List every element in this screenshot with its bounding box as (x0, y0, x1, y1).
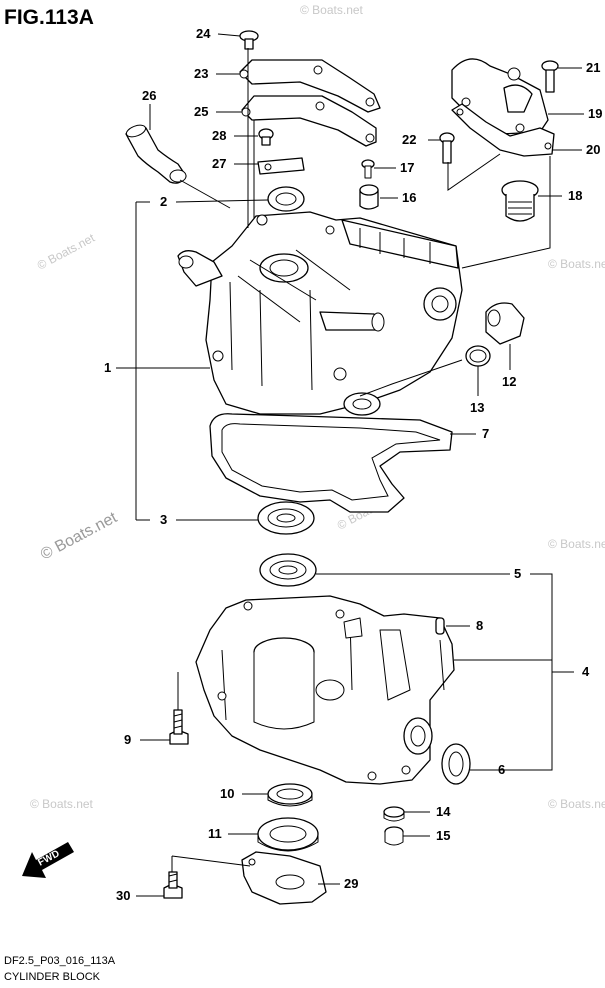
callout-27: 27 (212, 156, 226, 171)
callout-5: 5 (514, 566, 521, 581)
callout-29: 29 (344, 876, 358, 891)
part-30-bolt (163, 871, 183, 899)
callout-6: 6 (498, 762, 505, 777)
part-10-seal (267, 783, 313, 807)
callout-7: 7 (482, 426, 489, 441)
part-28-bolt (258, 128, 274, 146)
callout-25: 25 (194, 104, 208, 119)
callout-11: 11 (208, 826, 222, 841)
callout-26: 26 (142, 88, 156, 103)
callout-19: 19 (588, 106, 602, 121)
callout-4: 4 (582, 664, 590, 679)
callout-22: 22 (402, 132, 416, 147)
part-6-oil-seal (441, 743, 471, 785)
part-8-pin (435, 617, 445, 635)
part-3-bearing (257, 501, 315, 535)
watermark-faint: © Boats.net (548, 797, 605, 811)
fwd-arrow-icon: FWD (22, 842, 74, 878)
part-7-gasket (209, 413, 453, 513)
callout-1: 1 (104, 360, 111, 375)
callout-20: 20 (586, 142, 600, 157)
part-18-thermostat (501, 180, 539, 222)
part-22-bolt (439, 132, 455, 164)
callout-23: 23 (194, 66, 208, 81)
part-4-crankcase (195, 595, 455, 785)
part-20-gasket (451, 103, 555, 157)
callout-3: 3 (160, 512, 167, 527)
figure-title: FIG.113A (4, 6, 94, 29)
callout-13: 13 (470, 400, 484, 415)
part-12-plug (485, 302, 525, 345)
callout-24: 24 (196, 26, 211, 41)
part-5-bearing (259, 553, 317, 587)
callout-17: 17 (400, 160, 414, 175)
figure-code: DF2.5_P03_016_113A (4, 955, 116, 967)
watermark-faint: © Boats.net (300, 3, 364, 17)
part-21-bolt (541, 60, 559, 93)
callout-15: 15 (436, 828, 450, 843)
callout-10: 10 (220, 786, 234, 801)
part-11-seal-housing (257, 817, 319, 852)
part-27-plate (257, 157, 305, 175)
part-1-cylinder-block (177, 211, 463, 416)
callout-numbers: 1 2 3 4 5 6 7 8 9 10 11 12 13 14 15 16 1… (104, 26, 602, 903)
callout-28: 28 (212, 128, 226, 143)
callout-18: 18 (568, 188, 582, 203)
callout-14: 14 (436, 804, 451, 819)
callout-9: 9 (124, 732, 131, 747)
watermark-faint: © Boats.net (30, 797, 94, 811)
part-15-plug (384, 826, 404, 846)
figure-caption: CYLINDER BLOCK (4, 971, 101, 983)
callout-30: 30 (116, 888, 130, 903)
watermark-faint: © Boats.net (35, 230, 98, 272)
part-2-seal (267, 186, 305, 212)
watermark-faint: © Boats.net (548, 257, 605, 271)
part-13-o-ring (465, 345, 491, 367)
callout-16: 16 (402, 190, 416, 205)
part-24-bolt (239, 30, 259, 50)
part-26-hose (125, 124, 187, 184)
watermark: © Boats.net (38, 509, 120, 564)
callout-2: 2 (160, 194, 167, 209)
part-17-screw (361, 159, 375, 179)
callout-8: 8 (476, 618, 483, 633)
part-16-sleeve (359, 184, 379, 210)
watermark-faint: © Boats.net (548, 537, 605, 551)
callout-12: 12 (502, 374, 516, 389)
part-9-bolt (169, 709, 189, 745)
callout-21: 21 (586, 60, 600, 75)
part-14-washer (383, 806, 405, 822)
leader-lines (116, 33, 584, 897)
part-29-cover-plate (241, 851, 327, 905)
